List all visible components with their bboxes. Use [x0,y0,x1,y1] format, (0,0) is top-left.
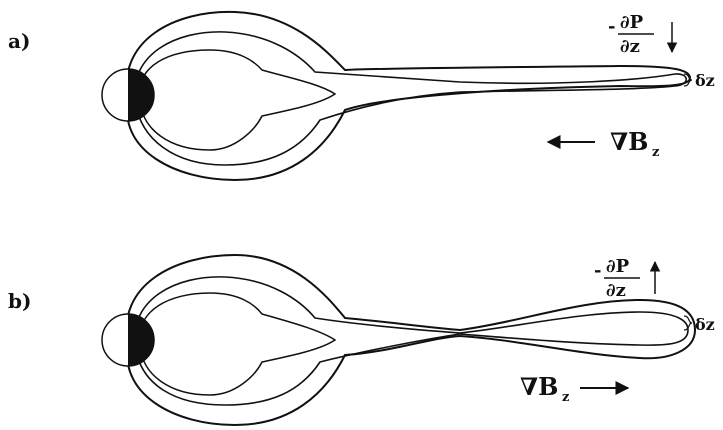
panel-b-thickness-label: δz [695,315,715,334]
panel-b-planet [102,314,154,366]
panel-a-field-gradient-subscript: z [652,145,659,160]
panel-a-pressure-denominator: ∂z [620,36,640,57]
panel-b-middle-field-line [135,277,688,405]
panel-a-field-gradient: ∇B z [548,127,659,160]
panel-b-pressure-sign: - [594,260,601,281]
panel-a-field-gradient-symbol: ∇B [610,127,648,156]
panel-a-outer-field-line [126,12,690,180]
panel-a-planet [102,69,154,121]
panel-a-middle-field-line [135,32,687,165]
panel-b-field-gradient: ∇B z [520,372,628,405]
panel-b-pressure-denominator: ∂z [606,280,626,301]
panel-a-label: a) [8,29,30,53]
panel-a: a) - ∂P ∂z δz [8,12,715,180]
panel-b-pressure-gradient-label: - ∂P ∂z [594,256,655,301]
panel-a-thickness-label: δz [695,71,715,90]
panel-b-field-gradient-symbol: ∇B [520,372,558,401]
panel-b-label: b) [8,289,31,313]
panel-a-inner-field-line [140,50,335,150]
panel-a-pressure-gradient-label: - ∂P ∂z [608,12,672,57]
panel-a-field-lines [126,12,690,180]
panel-a-pressure-numerator: ∂P [620,12,644,33]
panel-b-field-gradient-subscript: z [562,390,569,405]
panel-b-pressure-numerator: ∂P [606,256,630,277]
panel-b: b) - ∂P ∂z δz ∇B z [8,255,715,425]
panel-a-pressure-sign: - [608,16,615,37]
